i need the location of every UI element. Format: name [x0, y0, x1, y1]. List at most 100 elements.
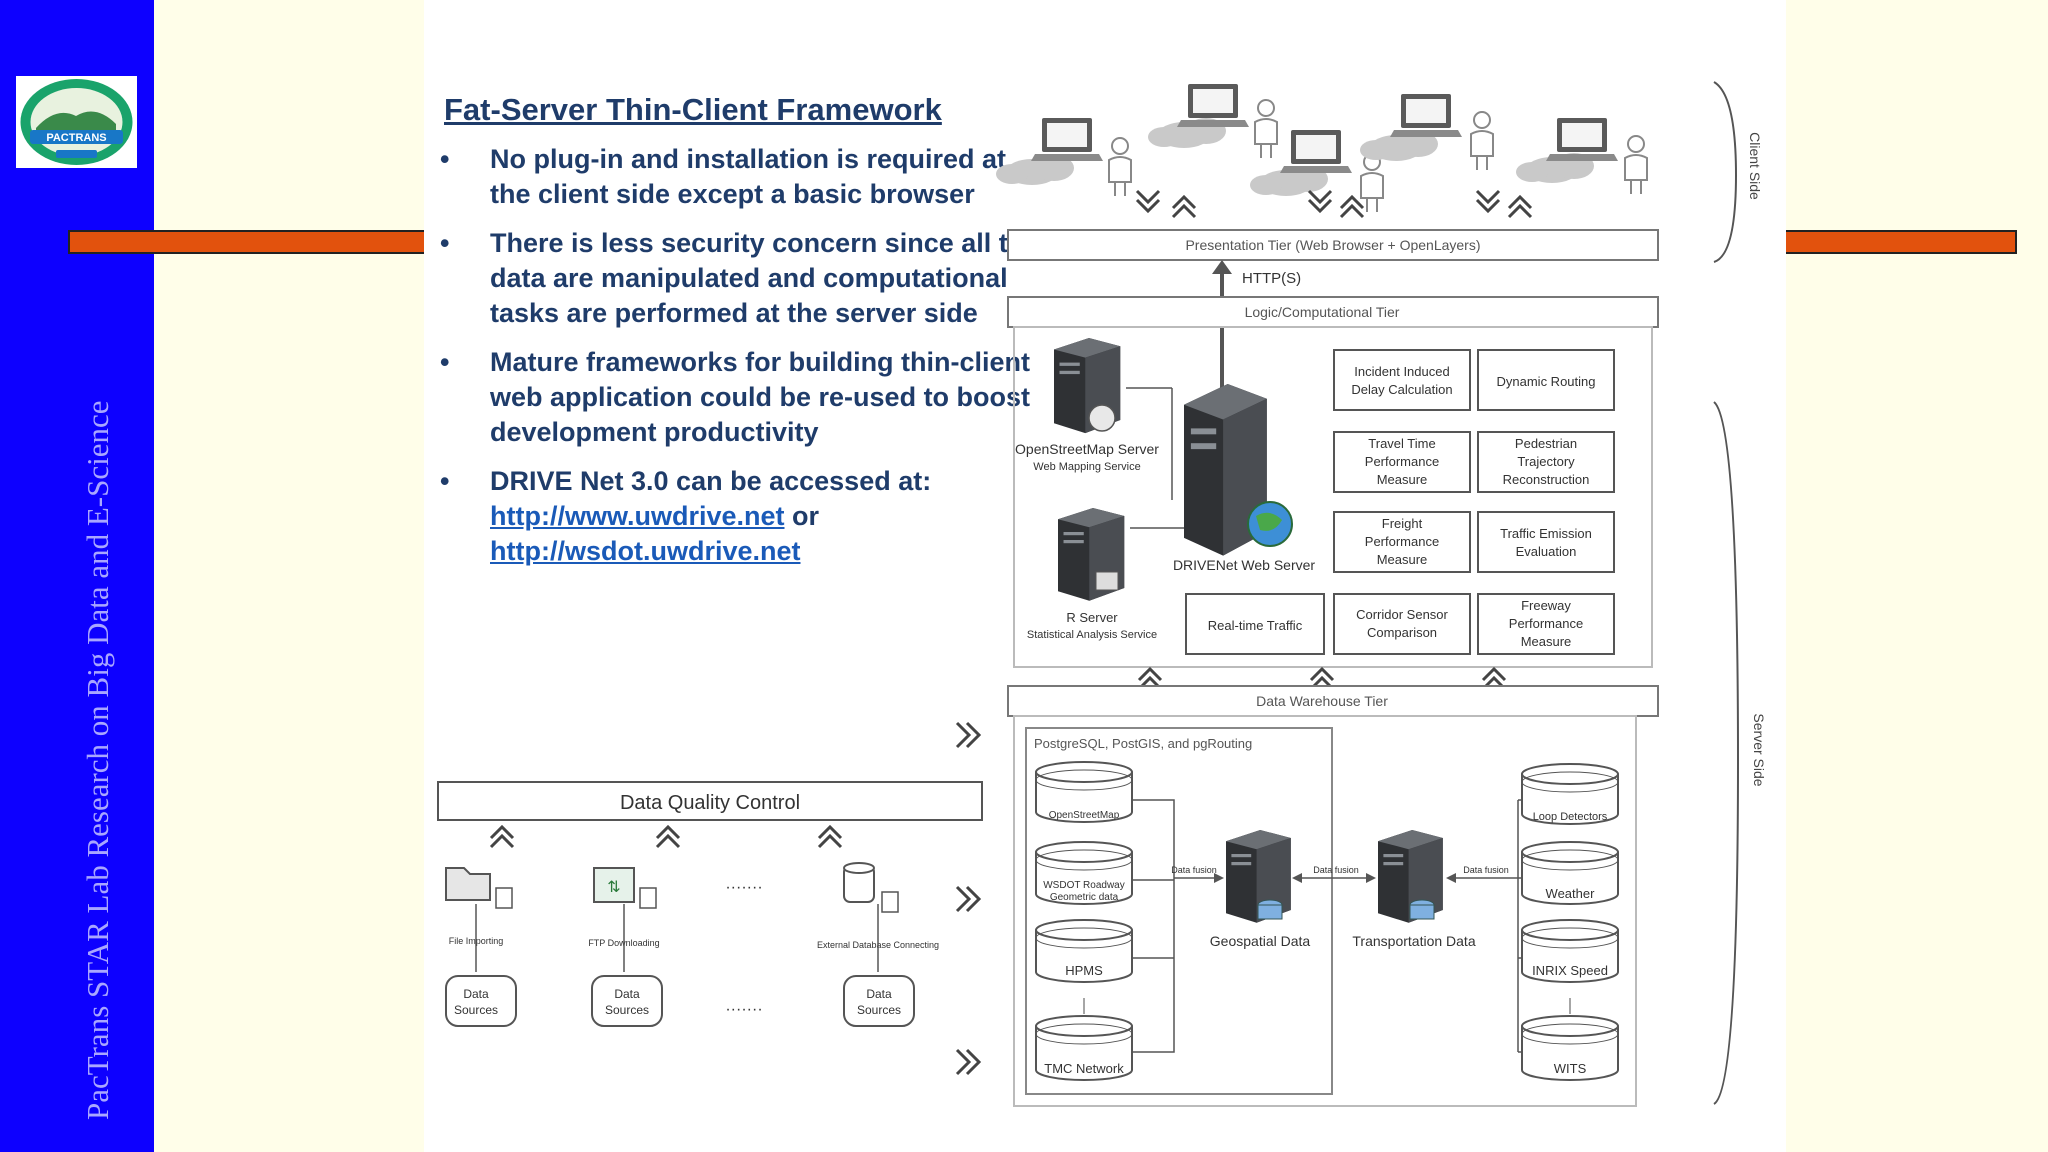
- bullet-text: There is less security concern since all…: [490, 228, 1040, 328]
- bullet-text: No plug-in and installation is required …: [490, 144, 1007, 209]
- data-quality-control-box: [437, 781, 983, 821]
- logic-tier-panel: [1013, 326, 1653, 668]
- ellipsis: ·······: [725, 1001, 762, 1018]
- server-side-brace: [1713, 401, 1740, 1105]
- data-source-cylinder: Data Sources: [843, 975, 915, 1027]
- svg-text:Sources: Sources: [605, 1003, 649, 1017]
- client-laptop-icon: [1031, 118, 1103, 161]
- client-side-label: Client Side: [1747, 132, 1763, 200]
- svg-text:Loop Detectors: Loop Detectors: [1533, 811, 1608, 823]
- chart-icon: [1095, 571, 1119, 591]
- bullet-item: No plug-in and installation is required …: [440, 142, 1040, 212]
- svg-text:Measure: Measure: [1377, 552, 1428, 567]
- svg-text:Evaluation: Evaluation: [1516, 544, 1577, 559]
- client-user-icon: [1108, 137, 1132, 197]
- svg-text:Dynamic Routing: Dynamic Routing: [1497, 374, 1596, 389]
- data-warehouse-panel: [1013, 715, 1637, 1107]
- http-label: HTTP(S): [1242, 270, 1301, 287]
- osm-server-label: OpenStreetMap Server: [1015, 441, 1159, 457]
- logo-text: PACTRANS: [46, 132, 106, 144]
- svg-text:Data: Data: [614, 987, 640, 1001]
- svg-text:Data: Data: [463, 987, 489, 1001]
- ellipsis: ·······: [725, 879, 762, 896]
- data-quality-control-label: Data Quality Control: [620, 792, 800, 814]
- svg-text:Measure: Measure: [1377, 472, 1428, 487]
- chevron-up-icon: [817, 825, 843, 849]
- svg-text:Performance: Performance: [1365, 534, 1439, 549]
- svg-text:Freight: Freight: [1382, 516, 1423, 531]
- chevron-up-icon: [1507, 195, 1533, 219]
- r-server-label: R Server: [1066, 610, 1118, 625]
- bullet-text: Mature frameworks for building thin-clie…: [490, 347, 1031, 447]
- client-user-icon: [1360, 153, 1384, 213]
- svg-text:Sources: Sources: [857, 1003, 901, 1017]
- client-side-brace: [1713, 81, 1738, 263]
- svg-text:Freeway: Freeway: [1521, 598, 1571, 613]
- chevron-right-icon: [955, 721, 981, 749]
- svg-text:WITS: WITS: [1554, 1061, 1587, 1076]
- slide-content: Fat-Server Thin-Client Framework No plug…: [424, 0, 1786, 1152]
- client-user-icon: [1624, 135, 1648, 195]
- bullet-item: DRIVE Net 3.0 can be accessed at:http://…: [440, 464, 1040, 569]
- link-connector: or: [784, 501, 827, 531]
- chevron-right-icon: [955, 1048, 981, 1076]
- client-user-icon: [1254, 99, 1278, 159]
- client-laptop-icon: [1280, 130, 1352, 173]
- svg-text:Pedestrian: Pedestrian: [1515, 436, 1577, 451]
- accent-bar-right: [1782, 230, 2017, 254]
- svg-text:OpenStreetMap: OpenStreetMap: [1049, 810, 1120, 821]
- logic-tier-label: Logic/Computational Tier: [1245, 304, 1400, 320]
- database-cylinder: WSDOT Roadway Geometric data: [1035, 841, 1133, 905]
- database-cylinder: INRIX Speed: [1521, 919, 1619, 983]
- database-cylinder: WITS: [1521, 1015, 1619, 1081]
- svg-text:Weather: Weather: [1546, 886, 1596, 901]
- link-wsdot[interactable]: http://wsdot.uwdrive.net: [490, 536, 801, 566]
- web-server-label: DRIVENet Web Server: [1173, 557, 1315, 573]
- database-connect-icon: [843, 862, 899, 913]
- data-fusion-label: Data fusion: [1171, 865, 1217, 875]
- client-laptop-icon: [1546, 118, 1618, 161]
- module-box: Real-time Traffic: [1185, 593, 1325, 655]
- svg-text:Real-time Traffic: Real-time Traffic: [1208, 618, 1303, 633]
- chevron-right-icon: [955, 885, 981, 913]
- svg-text:Reconstruction: Reconstruction: [1503, 472, 1590, 487]
- chevron-down-icon: [1135, 189, 1161, 213]
- folder-icon: [445, 867, 513, 909]
- bullet-item: There is less security concern since all…: [440, 226, 1040, 331]
- sidebar: PACTRANS PacTrans STAR Lab Research on B…: [0, 0, 154, 1152]
- server-side-label: Server Side: [1751, 713, 1767, 786]
- svg-text:Sources: Sources: [454, 1003, 498, 1017]
- presentation-tier-label: Presentation Tier (Web Browser + OpenLay…: [1185, 237, 1480, 253]
- geospatial-data-label: Geospatial Data: [1210, 933, 1311, 949]
- svg-text:Performance: Performance: [1365, 454, 1439, 469]
- chevron-up-icon: [489, 825, 515, 849]
- svg-text:Geometric data: Geometric data: [1050, 892, 1119, 903]
- database-cylinder: Weather: [1521, 841, 1619, 905]
- database-cylinder: OpenStreetMap: [1035, 761, 1133, 823]
- link-uwdrive[interactable]: http://www.uwdrive.net: [490, 501, 785, 531]
- pactrans-logo: PACTRANS: [16, 76, 137, 168]
- logic-tier: [1007, 296, 1659, 328]
- svg-text:Incident Induced: Incident Induced: [1354, 364, 1449, 379]
- bullet-list: No plug-in and installation is required …: [440, 142, 1040, 583]
- svg-text:Performance: Performance: [1509, 616, 1583, 631]
- data-warehouse-tier-label: Data Warehouse Tier: [1256, 693, 1388, 709]
- data-fusion-label: Data fusion: [1313, 865, 1359, 875]
- chevron-down-icon: [1307, 189, 1333, 213]
- chevron-down-icon: [1475, 189, 1501, 213]
- database-group-label: PostgreSQL, PostGIS, and pgRouting: [1034, 736, 1252, 751]
- data-source-cylinder: Data Sources: [591, 975, 663, 1027]
- ftp-icon: ⇅: [593, 867, 657, 909]
- client-laptop-icon: [1390, 94, 1462, 137]
- database-cylinder: TMC Network: [1035, 1015, 1133, 1081]
- svg-text:Traffic Emission: Traffic Emission: [1500, 526, 1592, 541]
- svg-text:WSDOT Roadway: WSDOT Roadway: [1043, 880, 1125, 891]
- presentation-tier: [1007, 229, 1659, 261]
- chevron-up-icon: [1339, 195, 1365, 219]
- chevron-up-icon: [1171, 195, 1197, 219]
